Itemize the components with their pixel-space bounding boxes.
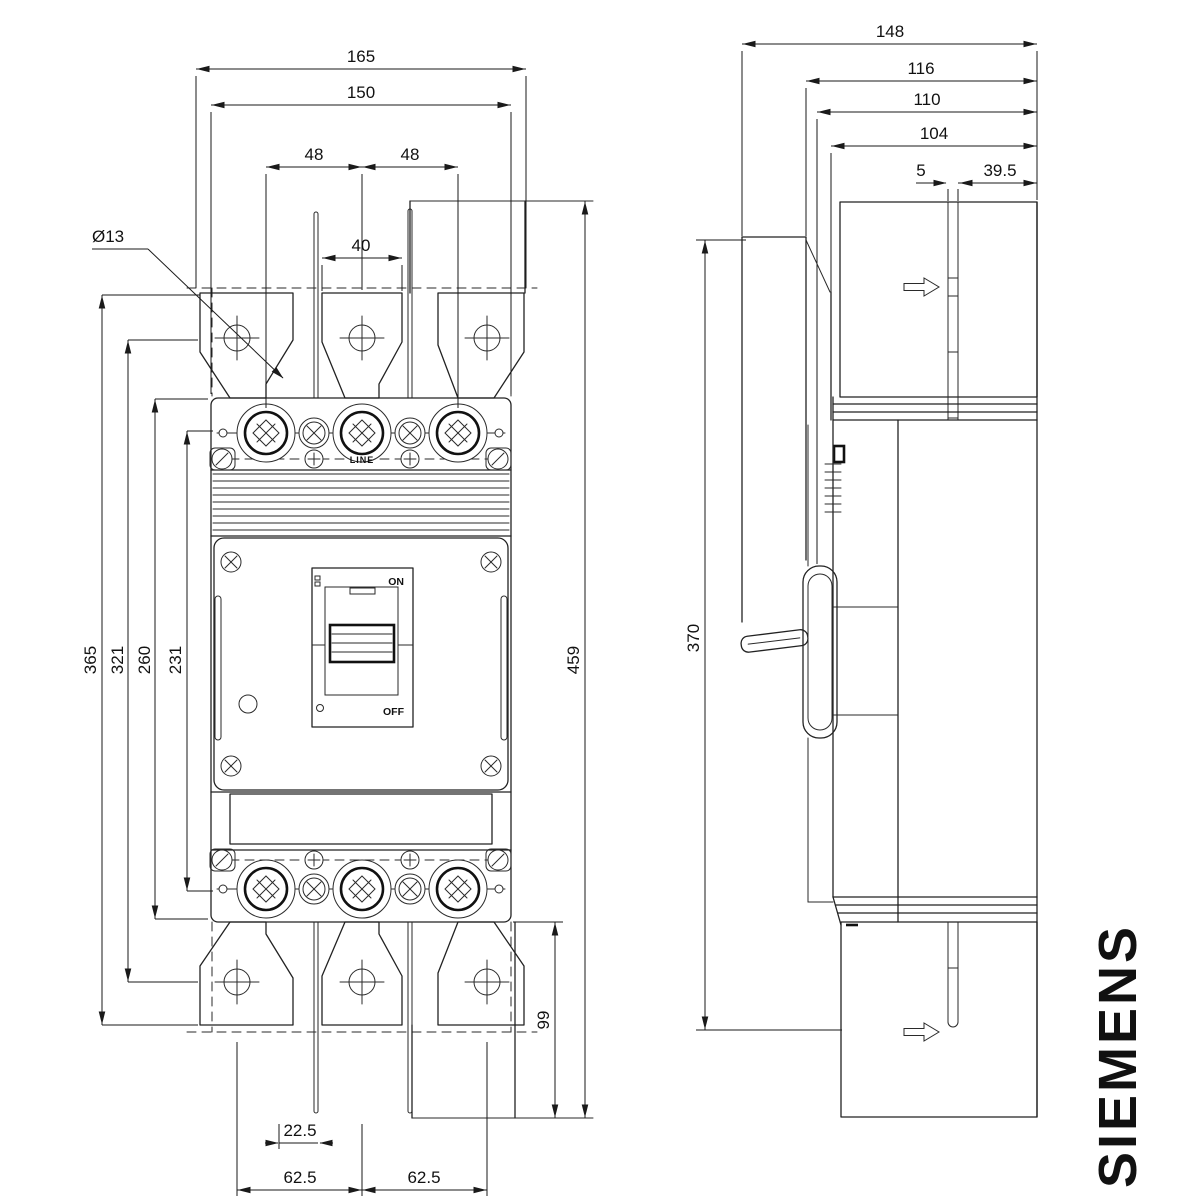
- side-front-plate: [741, 236, 834, 903]
- left-cover-slot: [214, 595, 222, 741]
- top-terminal-plate: [409, 200, 594, 294]
- dim-22-5: 22.5: [265, 1121, 333, 1149]
- cover-corner-screws: [220, 551, 502, 777]
- dim-148: 148: [741, 22, 1038, 236]
- dim-62-5: 62.5 62.5: [236, 1042, 488, 1196]
- bottom-flow-arrow-icon: [903, 1022, 940, 1042]
- dim-459: 459: [564, 201, 589, 1118]
- side-latch-detail: [832, 444, 846, 464]
- dim-48-48: 48 48: [265, 145, 459, 408]
- dim-365: 365: [81, 294, 200, 1026]
- dim-321-label: 321: [108, 646, 127, 674]
- dim-110: 110: [816, 90, 1037, 564]
- side-bottom-channel: [947, 921, 959, 1028]
- dim-150-label: 150: [347, 83, 375, 102]
- dim-dia13-label: Ø13: [92, 227, 124, 246]
- side-escutcheon: [802, 565, 838, 739]
- side-body: [740, 201, 1038, 1118]
- dim-370: 370: [684, 239, 842, 1031]
- dim-48-right-label: 48: [401, 145, 420, 164]
- mounting-plane-dashed-lines: [186, 287, 538, 1033]
- side-bottom-terminal-box: [840, 921, 1038, 1118]
- dim-hole-diameter: Ø13: [92, 227, 284, 379]
- toggle-assembly: ON OFF: [311, 567, 414, 728]
- dim-22-5-label: 22.5: [283, 1121, 316, 1140]
- dim-260: 260: [135, 398, 208, 920]
- bottom-terminal-screws: [218, 873, 504, 905]
- side-view: 148 116 110 104 5: [684, 22, 1038, 1118]
- bottom-mounting-tabs: [199, 921, 525, 1026]
- dim-321: 321: [108, 339, 198, 983]
- bottom-terminal-block: [209, 848, 512, 919]
- top-lugs: [236, 403, 488, 463]
- dim-62-5-left-label: 62.5: [283, 1168, 316, 1187]
- reset-hole: [238, 694, 258, 714]
- side-top-terminal-box: [839, 201, 1038, 398]
- side-toggle-handle: [740, 629, 809, 653]
- side-top-channel: [947, 201, 959, 421]
- bottom-terminal-plate: [411, 921, 594, 1119]
- front-view: LINE: [81, 47, 594, 1196]
- ribbed-section: [212, 473, 510, 531]
- dim-116: 116: [805, 59, 1037, 236]
- dim-231: 231: [166, 430, 213, 892]
- dim-39-5-label: 39.5: [983, 161, 1016, 180]
- side-ribs: [824, 463, 842, 513]
- side-bottom-band: [832, 896, 1038, 927]
- breaker-body: LINE: [209, 397, 512, 923]
- dim-116-label: 116: [907, 59, 934, 78]
- dim-150: 150: [210, 83, 512, 394]
- brand-logo: SIEMENS: [1088, 924, 1148, 1188]
- top-cover-screws: [209, 447, 512, 471]
- toggle-handle: [328, 623, 396, 664]
- line-label: LINE: [350, 455, 375, 465]
- off-label: OFF: [383, 706, 405, 718]
- main-cover: ON OFF: [213, 537, 509, 791]
- right-cover-slot: [500, 595, 508, 741]
- top-busbar-straps: [313, 208, 413, 399]
- top-flow-arrow-icon: [903, 277, 940, 297]
- dim-231-label: 231: [166, 646, 185, 674]
- dim-260-label: 260: [135, 646, 154, 674]
- dim-459-label: 459: [564, 646, 583, 674]
- dim-40-label: 40: [352, 236, 371, 255]
- bottom-cover-screws: [209, 848, 512, 872]
- dim-165: 165: [195, 47, 527, 288]
- bottom-busbar-straps: [313, 921, 413, 1114]
- dim-365-label: 365: [81, 646, 100, 674]
- top-terminal-block: LINE: [209, 403, 512, 471]
- top-tab-holes: [214, 315, 510, 361]
- on-label: ON: [388, 576, 404, 588]
- dim-370-label: 370: [684, 624, 703, 652]
- side-top-band: [832, 396, 1038, 464]
- dim-165-label: 165: [347, 47, 375, 66]
- toggle-position-indicator: [314, 575, 321, 587]
- bottom-tab-holes: [214, 959, 510, 1005]
- dim-39-5: 39.5: [958, 161, 1037, 187]
- dim-148-label: 148: [876, 22, 904, 41]
- dim-104-label: 104: [920, 124, 948, 143]
- dim-40: 40: [321, 236, 403, 291]
- dim-48-left-label: 48: [305, 145, 324, 164]
- dim-99: 99: [513, 921, 563, 1118]
- bottom-lugs: [236, 859, 488, 919]
- top-terminal-screws: [218, 417, 504, 449]
- dim-99-label: 99: [534, 1011, 553, 1030]
- dim-62-5-right-label: 62.5: [407, 1168, 440, 1187]
- dim-5-label: 5: [916, 161, 925, 180]
- accessory-section: [229, 793, 493, 845]
- dim-5: 5: [916, 161, 959, 201]
- dim-110-label: 110: [913, 90, 940, 109]
- siemens-logo-text: SIEMENS: [1088, 924, 1148, 1188]
